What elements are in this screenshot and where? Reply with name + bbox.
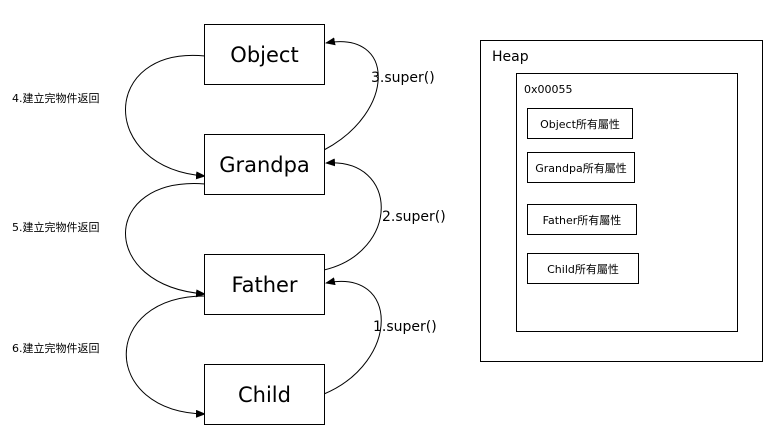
class-label-grandpa: Grandpa [219,152,310,177]
class-label-object: Object [230,42,299,67]
return-arrow-grandpa-to-father [125,183,206,298]
class-box-object: Object [204,24,325,85]
class-box-grandpa: Grandpa [204,134,325,195]
super-call-arrow-child-to-father [323,277,382,395]
class-box-child: Child [204,364,325,425]
class-box-father: Father [204,254,325,315]
heap-item-object-properties: Object所有屬性 [527,108,633,139]
heap-item-father-properties: Father所有屬性 [527,204,637,235]
return-arrow-object-to-grandpa [125,54,206,180]
return-label-fourth: 4.建立完物件返回 [12,92,100,105]
super-call-label-first: 1.super() [373,319,437,335]
return-arrow-father-to-child [125,295,206,418]
super-call-arrow-father-to-grandpa [323,158,382,271]
heap-title: Heap [492,49,529,65]
heap-object-block: 0x00055 Object所有屬性 Grandpa所有屬性 Father所有屬… [516,73,738,332]
heap-panel: Heap 0x00055 Object所有屬性 Grandpa所有屬性 Fath… [480,40,763,362]
super-call-label-second: 2.super() [382,209,446,225]
super-call-arrow-grandpa-to-object [323,37,379,151]
class-label-father: Father [231,272,298,297]
heap-object-address: 0x00055 [524,83,573,96]
return-label-fifth: 5.建立完物件返回 [12,221,100,234]
heap-item-child-properties: Child所有屬性 [527,253,639,284]
return-label-sixth: 6.建立完物件返回 [12,342,100,355]
heap-item-grandpa-properties: Grandpa所有屬性 [527,152,635,183]
super-call-label-third: 3.super() [371,70,435,86]
class-label-child: Child [238,382,291,407]
